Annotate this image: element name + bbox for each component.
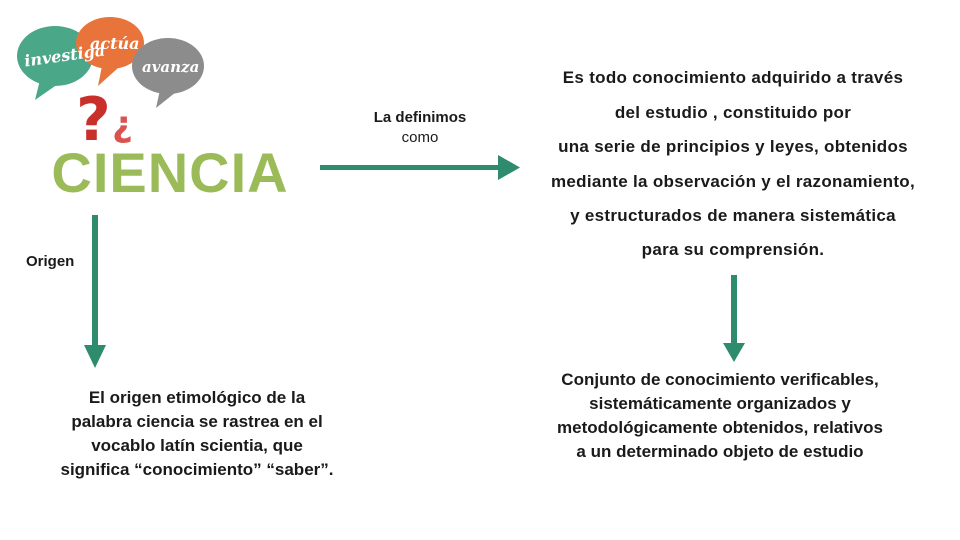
origin-text-line: El origen etimológico de la — [88, 388, 306, 407]
definition-line: mediante la observación y el razonamient… — [550, 172, 916, 191]
definition-line: una serie de principios y leyes, obtenid… — [558, 137, 908, 156]
logo-bubble-actua: actúa — [90, 34, 140, 53]
origin-text-line: significa “conocimiento” “saber”. — [60, 460, 334, 479]
origin-label: Origen — [26, 253, 75, 270]
definition-block: Es todo conocimiento adquirido a través … — [513, 0, 953, 270]
logo-graphic: ? ¿ — [17, 17, 204, 148]
origin-text-line: vocablo latín scientia, que — [91, 436, 303, 455]
summary-text-line: sistemáticamente organizados y — [589, 394, 851, 413]
origin-text: El origen etimológico de la palabra cien… — [22, 386, 372, 482]
summary-text-line: a un determinado objeto de estudio — [576, 442, 864, 461]
connector-label-line: La definimos — [373, 109, 467, 126]
summary-text-line: Conjunto de conocimiento verificables, — [561, 370, 879, 389]
definition-line: del estudio , constituido por — [614, 103, 852, 122]
page-title: CIENCIA — [51, 141, 289, 204]
summary-text-line: metodológicamente obtenidos, relativos — [557, 418, 883, 437]
arrow-down-origin — [84, 215, 106, 368]
arrow-down-summary — [723, 275, 745, 362]
definition-line: Es todo conocimiento adquirido a través — [562, 68, 904, 87]
origin-text-line: palabra ciencia se rastrea en el — [71, 412, 323, 431]
connector-label-line: como — [401, 129, 439, 146]
arrow-right — [320, 155, 520, 180]
svg-text:?: ? — [76, 85, 111, 148]
definition-line: para su comprensión. — [641, 240, 825, 259]
svg-text:¿: ¿ — [112, 104, 133, 145]
logo: ? ¿ investiga actúa avanza — [10, 8, 210, 148]
logo-bubble-avanza: avanza — [142, 58, 200, 76]
summary-text: Conjunto de conocimiento verificables, s… — [510, 368, 930, 464]
definition-line: y estructurados de manera sistemática — [570, 206, 896, 225]
connector-label: La definimos como — [355, 108, 485, 148]
